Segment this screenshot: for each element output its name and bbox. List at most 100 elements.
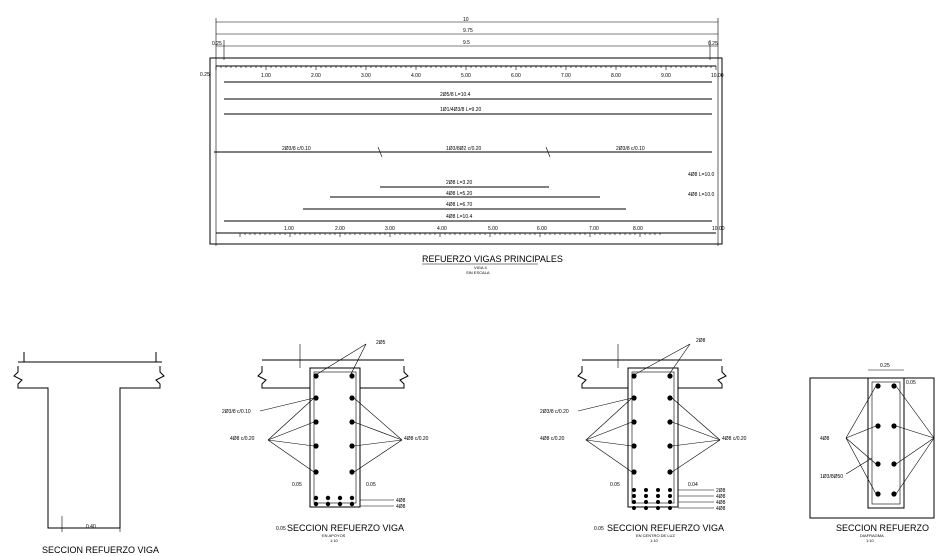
rebar-dot: [632, 500, 636, 504]
top-scale-label: 5.00: [461, 73, 471, 79]
rebar-dot: [325, 501, 331, 507]
rebar-dot: [631, 443, 637, 449]
rebar-dot: [875, 461, 881, 467]
bottom-scale-label: 8.00: [633, 226, 643, 232]
bottom-scale-label: 2.00: [335, 226, 345, 232]
rebar-dot: [656, 506, 660, 510]
s3-title: SECCION REFUERZO: [836, 523, 929, 533]
section-midspan-bars: [631, 373, 673, 510]
s3-stirrup-label: 1Ø3/8Ø50: [820, 474, 843, 480]
rebar-dot: [313, 469, 319, 475]
s1-bot-label-2: 4Ø8: [396, 504, 406, 510]
rebar-dot: [349, 419, 355, 425]
dim-left-end: 0.25: [200, 72, 210, 78]
rebar-dot: [631, 419, 637, 425]
rebar-dot: [313, 419, 319, 425]
rebar-dot: [667, 419, 673, 425]
s1-scale: 1:10: [330, 538, 339, 543]
rebar-dot: [632, 494, 636, 498]
bottom-bar-label-4: 4Ø8 L=10.4: [446, 214, 472, 220]
rebar-dot: [656, 500, 660, 504]
bottom-scale-label: 6.00: [537, 226, 547, 232]
rebar-dot: [337, 501, 343, 507]
rebar-dot: [668, 500, 672, 504]
rebar-dot: [349, 495, 355, 501]
section-midspan: 2Ø8 2Ø3/8 c/0.20 4Ø8 c/0.20 4Ø8 c/0.20 0…: [540, 338, 747, 543]
s2-scale: 1:10: [650, 538, 659, 543]
rebar-dot: [349, 501, 355, 507]
rebar-dot: [337, 495, 343, 501]
top-scale-label: 6.00: [511, 73, 521, 79]
section-supports: 2Ø5 2Ø3/8 c/0.10 4Ø8 c/0.20 4Ø8 c/0.20 0…: [222, 340, 429, 543]
rebar-dot: [644, 494, 648, 498]
s2-depth: 0.05: [594, 526, 604, 532]
top-scale-label: 8.00: [611, 73, 621, 79]
s1-cover-2: 0.05: [366, 482, 376, 488]
s1-left-label: 4Ø8 c/0.20: [230, 436, 255, 442]
s1-depth: 0.05: [276, 526, 286, 532]
beam-outline: [209, 57, 723, 245]
s2-bot-label-2: 4Ø8: [716, 494, 726, 500]
s2-stirrup-label: 2Ø3/8 c/0.20: [540, 409, 569, 415]
stirrup-mid-label: 1Ø3/8Ø2 c/0.20: [446, 146, 482, 152]
s2-cover-1: 0.05: [610, 482, 620, 488]
rebar-dot: [632, 488, 636, 492]
rebar-dot: [313, 443, 319, 449]
right-bar-label-2: 4Ø8 L=10.0: [688, 192, 714, 198]
right-bar-label-1: 4Ø8 L=10.0: [688, 172, 714, 178]
rebar-dot: [656, 488, 660, 492]
s1-right-label: 4Ø8 c/0.20: [404, 436, 429, 442]
rebar-dot: [631, 373, 637, 379]
s1-top-label: 2Ø5: [376, 340, 386, 346]
dim-top-2: 9.75: [463, 28, 473, 34]
rebar-dot: [891, 461, 897, 467]
rebar-dot: [313, 495, 319, 501]
s3-sub: DIAFRAGMA: [860, 533, 884, 538]
rebar-dot: [349, 443, 355, 449]
rebar-dot: [891, 383, 897, 389]
rebar-dot: [875, 423, 881, 429]
s3-top-dim: 0.25: [880, 363, 890, 369]
bottom-scale-label: 4.00: [437, 226, 447, 232]
bottom-scale-label: 7.00: [589, 226, 599, 232]
rebar-dot: [668, 494, 672, 498]
rebar-dot: [644, 500, 648, 504]
s2-title: SECCION REFUERZO VIGA: [607, 523, 724, 533]
s1-cover-1: 0.05: [292, 482, 302, 488]
s2-right-label: 4Ø8 c/0.20: [722, 436, 747, 442]
rebar-dot: [325, 495, 331, 501]
rebar-dot: [349, 395, 355, 401]
section-diaphragm: 0.25 0.05 4Ø8 1Ø3/8Ø50 SECCION REFUERZO …: [809, 363, 935, 543]
t-section-width: 0.40: [86, 524, 96, 530]
s1-sub: EN APOYOS: [322, 533, 346, 538]
rebar-dot: [667, 395, 673, 401]
dim-left: 0.25: [212, 41, 222, 47]
dim-right: 0.25: [708, 41, 718, 47]
bottom-scale-label: 10.00: [712, 226, 725, 232]
bottom-bar-label-1: 2Ø8 L=3.20: [446, 180, 472, 186]
rebar-dot: [668, 506, 672, 510]
rebar-dot: [875, 491, 881, 497]
t-section-title: SECCION REFUERZO VIGA: [42, 545, 159, 555]
rebar-dot: [631, 395, 637, 401]
rebar-dot: [668, 488, 672, 492]
rebar-dot: [891, 491, 897, 497]
bottom-bar-label-2: 4Ø8 L=5.20: [446, 191, 472, 197]
dim-top-3: 9.5: [463, 40, 470, 46]
stirrup-right-label: 2Ø3/8 c/0.10: [616, 146, 645, 152]
top-scale-label: 4.00: [411, 73, 421, 79]
t-section: 0.40 SECCION REFUERZO VIGA: [13, 352, 165, 555]
bar-label-2: 1Ø1/4Ø3/8 L=9.20: [440, 107, 482, 113]
rebar-dot: [313, 501, 319, 507]
rebar-dot: [656, 494, 660, 498]
bar-label-1: 2Ø5/8 L=10.4: [440, 92, 471, 98]
s1-title: SECCION REFUERZO VIGA: [287, 523, 404, 533]
top-scale-label: 3.00: [361, 73, 371, 79]
s2-cover-2: 0.04: [688, 482, 698, 488]
s2-bot-label-1: 2Ø8: [716, 488, 726, 494]
s2-left-label: 4Ø8 c/0.20: [540, 436, 565, 442]
top-scale-label: 2.00: [311, 73, 321, 79]
